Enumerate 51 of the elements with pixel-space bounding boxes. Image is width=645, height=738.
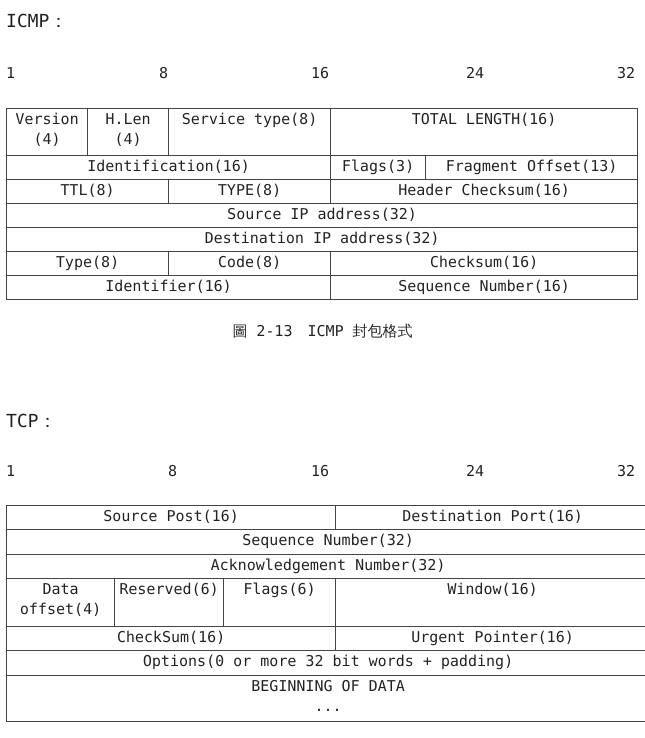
field-cell [6,108,88,156]
bit-position-label: 16 [311,63,330,84]
field-cell [6,227,638,252]
section-heading: ICMP： [6,10,68,34]
field-label: Flags(3) [342,156,414,176]
field-label: TTL(8) [60,180,115,200]
field-label: Destination IP address(32) [204,228,440,248]
field-label: Header Checksum(16) [398,180,570,200]
field-label: TYPE(8) [218,180,282,200]
field-label: Identifier(16) [105,276,232,296]
field-label: Reserved(6) [119,579,219,599]
field-cell [330,275,638,300]
field-label: Urgent Pointer(16) [411,627,574,647]
field-label: Data offset(4) [18,579,102,619]
field-label: Sequence Number(32) [242,530,414,550]
field-label: H.Len (4) [104,109,152,149]
field-label: Fragment Offset(13) [446,156,618,176]
field-label: Source IP address(32) [227,204,417,224]
field-cell [6,675,645,722]
bit-position-label: 1 [6,63,16,84]
field-cell [6,203,638,228]
field-label: Destination Port(16) [402,506,583,526]
bit-position-label: 8 [168,461,178,482]
field-label: Flags(6) [243,579,316,599]
section-heading: TCP： [6,410,57,434]
figure-caption: 圖 2-13 ICMP 封包格式 [231,321,414,342]
field-label: Identification(16) [87,156,250,176]
field-label: Checksum(16) [430,252,538,272]
bit-position-label: 8 [159,63,168,84]
field-label: Sequence Number(16) [398,276,570,296]
bit-position-label: 24 [466,63,484,84]
field-label: Version (4) [14,109,80,149]
field-cell [6,505,336,530]
field-cell [6,275,331,300]
field-label: ... [314,696,342,716]
field-cell [330,108,638,156]
field-label: Service type(8) [182,109,318,129]
bit-position-label: 32 [617,461,636,482]
field-label: Options(0 or more 32 bit words + padding) [142,651,514,671]
field-label: Acknowledgement Number(32) [210,555,446,575]
field-label: TOTAL LENGTH(16) [412,109,556,129]
bit-position-label: 32 [617,63,636,84]
field-label: CheckSum(16) [116,627,226,647]
field-label: Code(8) [218,252,282,272]
field-label: Window(16) [447,579,538,599]
bit-position-label: 24 [466,461,484,482]
field-label: Source Post(16) [103,506,239,526]
field-label: BEGINNING OF DATA [251,676,405,696]
bit-position-label: 1 [6,461,16,482]
bit-position-label: 16 [311,461,330,482]
field-label: Type(8) [56,252,120,272]
